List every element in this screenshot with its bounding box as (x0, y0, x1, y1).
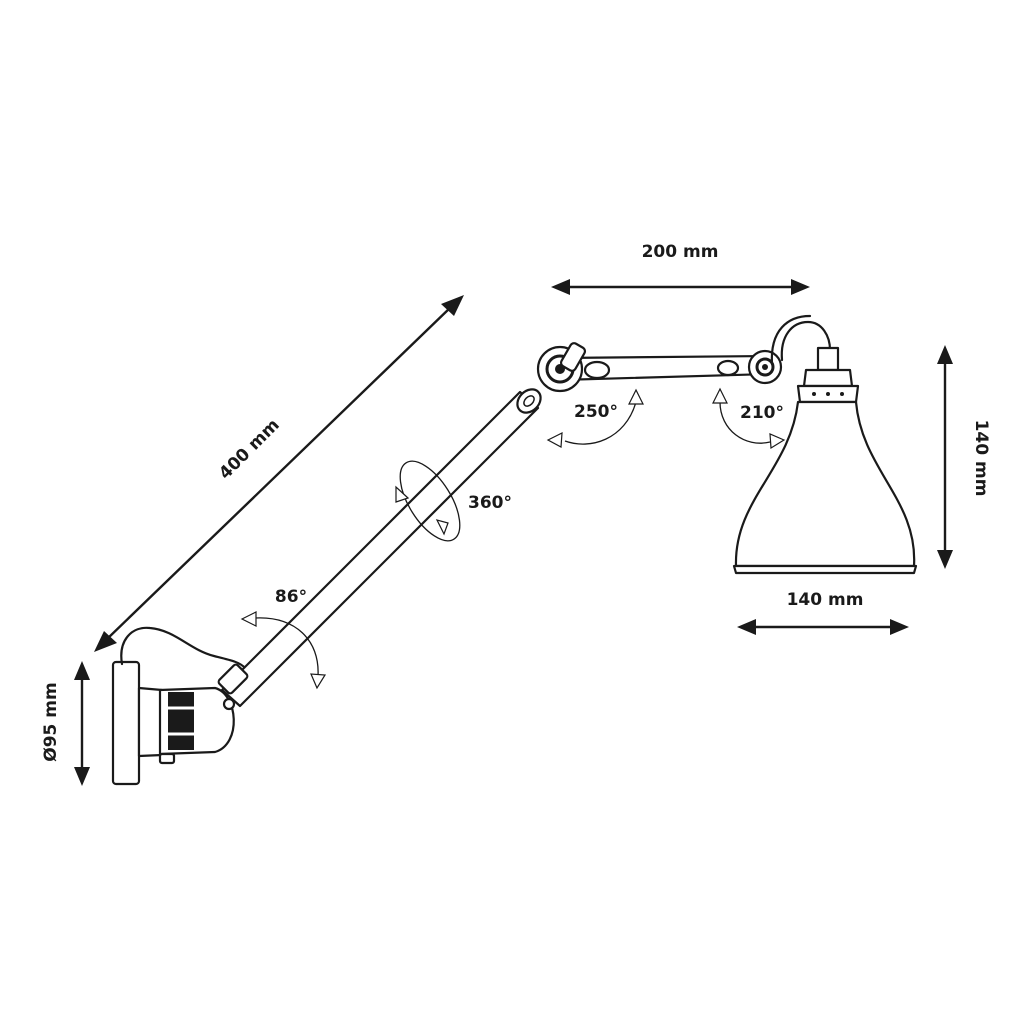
arm-swivel-arrow-2 (435, 519, 449, 536)
wall-plate (111, 660, 141, 786)
base-rotation-arc (254, 617, 319, 677)
base-diameter-arrow-start (74, 661, 90, 680)
shade-rotation-arc (719, 401, 771, 444)
base-rotation-arrow-1 (240, 611, 257, 627)
shade-bell (734, 400, 916, 568)
shade-socket (816, 346, 840, 372)
shade-bracket (780, 320, 832, 362)
shade-height-label: 140 mm (971, 420, 991, 497)
base-neck (137, 686, 164, 758)
base-band (168, 692, 194, 750)
upper-arm-arrow-end (791, 279, 810, 295)
base-rotation-arrow-2 (310, 673, 327, 690)
shade-collar (802, 368, 854, 388)
base-rotation-label: 86° (275, 587, 307, 607)
shade-height-arrow-end (937, 550, 953, 569)
shade-bracket-inner (770, 314, 812, 366)
shade-rotation-label: 210° (740, 403, 784, 423)
base-screw (158, 752, 176, 765)
arm-base-pin (222, 697, 236, 711)
upper-arm-knob-1 (583, 360, 611, 380)
arm-swivel-label: 360° (468, 493, 512, 513)
elbow-rotation-arc (564, 401, 637, 445)
arm-base-joint (217, 663, 249, 695)
power-cable (120, 626, 247, 670)
arm-length-dimension-line (105, 305, 453, 641)
shade-rotation-arrow-2 (769, 433, 786, 450)
elbow-rotation-arrow-2 (628, 388, 644, 405)
upper-arm-label: 200 mm (642, 242, 719, 262)
shade-width-label: 140 mm (787, 590, 864, 610)
shade-width-arrow-end (890, 619, 909, 635)
arm-length-arrow-start (94, 631, 117, 652)
shade-rim (732, 564, 918, 575)
arm-swivel-arrow-1 (395, 485, 410, 503)
base-diameter-arrow-end (74, 767, 90, 786)
arm-swivel-rotation-ellipse (399, 460, 461, 542)
elbow-rotation-label: 250° (574, 402, 618, 422)
elbow-rotation-arrow-1 (546, 431, 563, 448)
shade-height-arrow-start (937, 345, 953, 364)
shade-rotation-arrow-1 (712, 387, 728, 404)
arm-length-label: 400 mm (215, 415, 283, 483)
base-diameter-label: Ø95 mm (41, 682, 61, 761)
arm-length-arrow-end (441, 295, 464, 316)
upper-arm-knob-2 (716, 359, 740, 377)
shade-width-arrow-start (737, 619, 756, 635)
upper-arm-arrow-start (551, 279, 570, 295)
